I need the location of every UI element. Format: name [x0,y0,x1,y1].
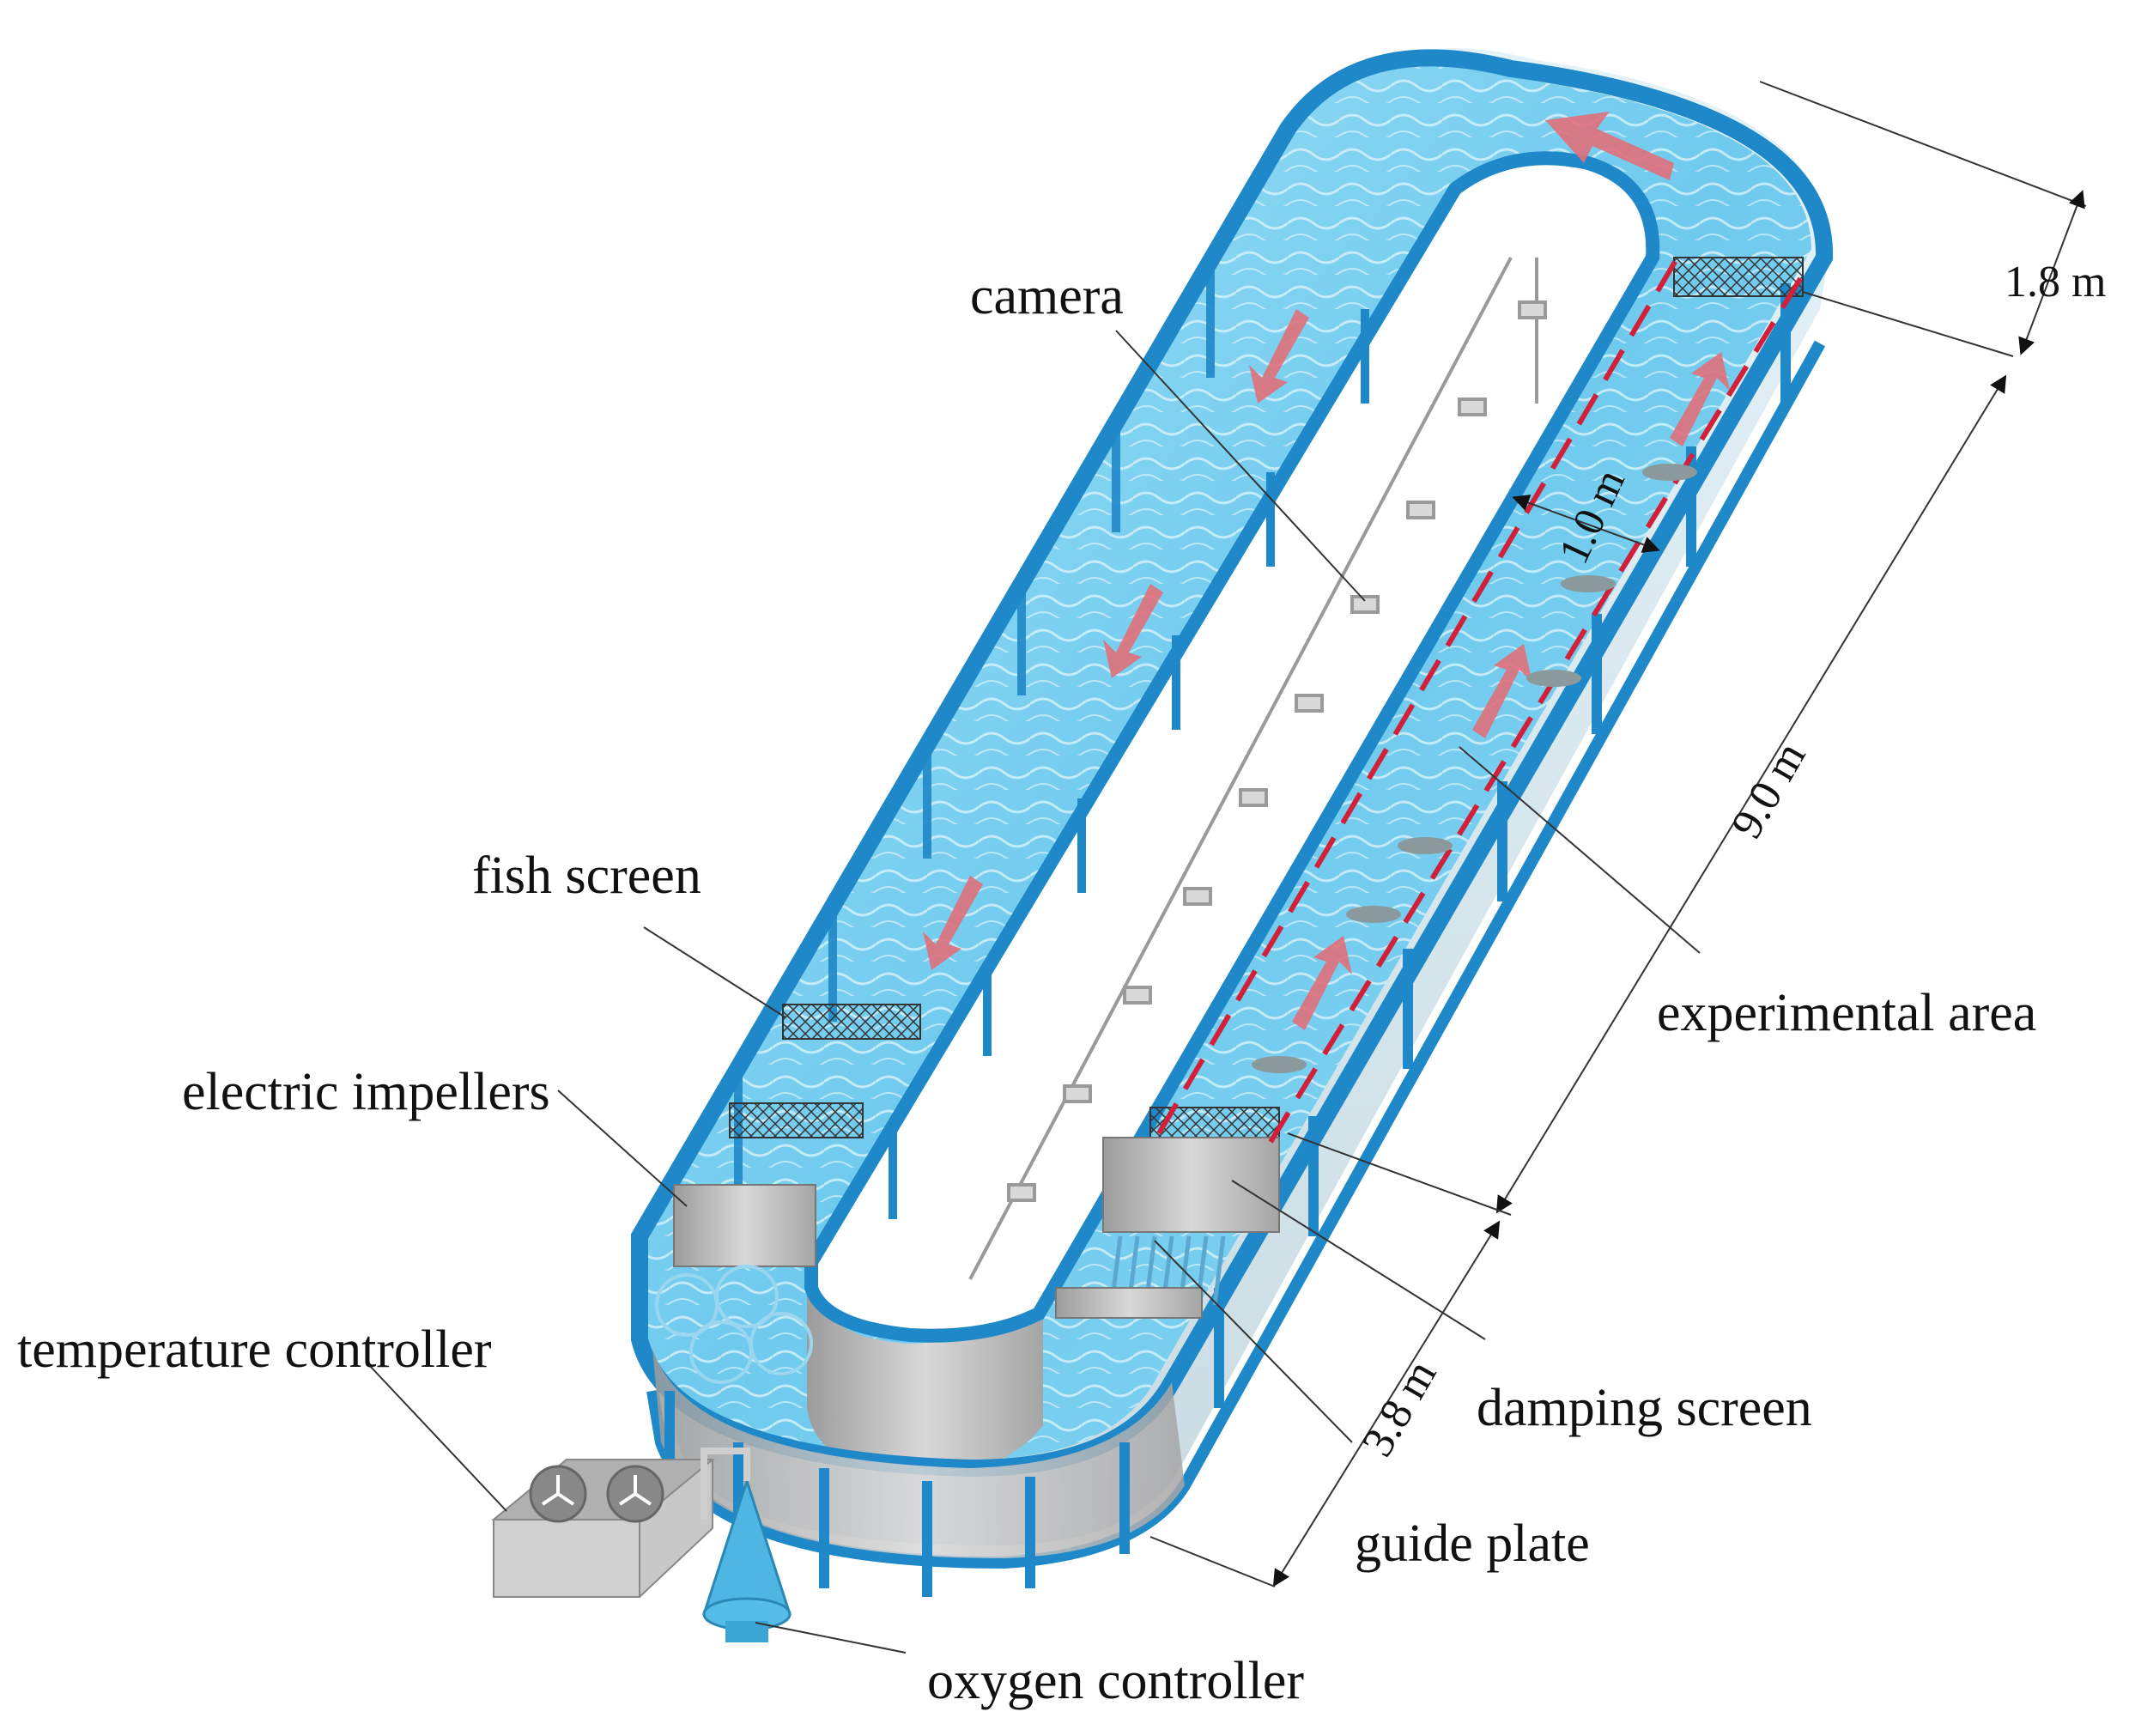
inner-cylinder [807,1271,1043,1477]
label-oxygen-controller: oxygen controller [927,1652,1304,1710]
dim-end-label: 3.8 m [1353,1352,1447,1465]
camera-rail [968,257,1547,1280]
oxygen-controller-unit [701,1448,792,1642]
temperature-controller-unit [491,1459,715,1598]
label-damping-screen: damping screen [1477,1379,1812,1437]
electric-impellers [655,1265,813,1384]
dim-length-label: 9.0 m [1722,734,1816,847]
flume-body [631,48,1834,1597]
fish-screen-3 [1673,257,1804,297]
fish-screen-2 [729,1102,864,1138]
label-camera: camera [970,267,1124,325]
label-guide-plate: guide plate [1355,1514,1590,1573]
dim-width-label: 1.8 m [2005,258,2106,307]
damping-plate [1102,1137,1280,1233]
label-temperature-controller: temperature controller [17,1320,492,1379]
impeller-plate [673,1184,816,1267]
fish-screen-1 [782,1004,921,1040]
flow-arrows [923,112,1730,1030]
label-electric-impellers: electric impellers [182,1063,550,1121]
dimension-lines [1149,81,2087,1587]
end-wall [652,1348,1185,1558]
label-fish-screen: fish screen [472,847,701,905]
label-experimental-area: experimental area [1657,984,2036,1042]
inner-island [811,158,1653,1336]
